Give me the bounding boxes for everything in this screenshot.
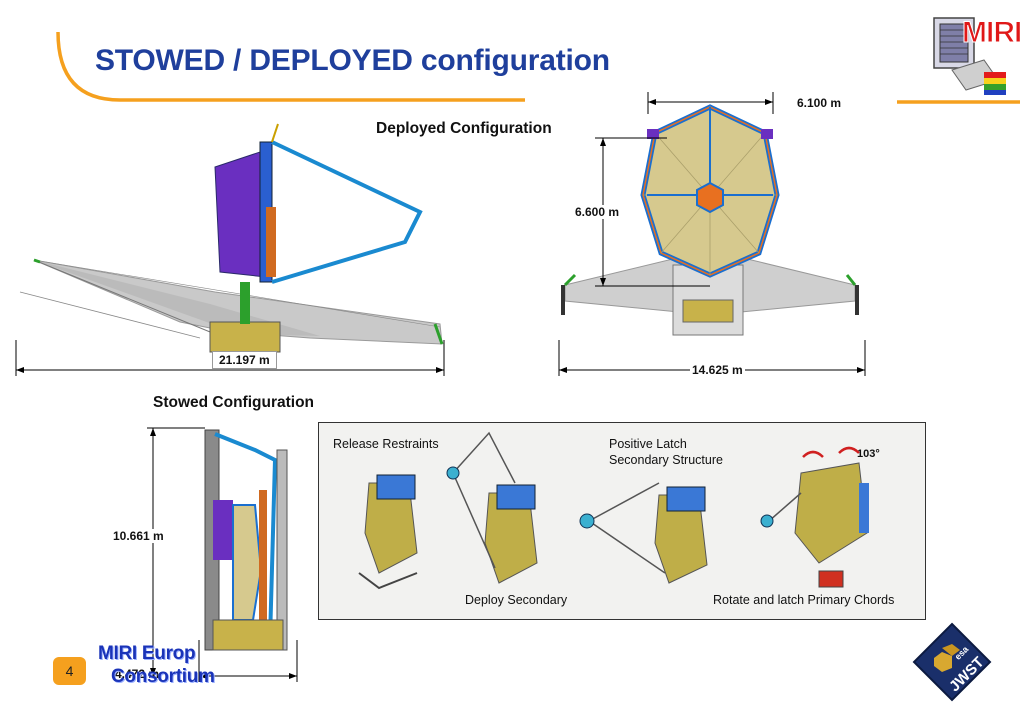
step-rotate-latch: Rotate and latch Primary Chords xyxy=(713,593,895,607)
dimension-stowed-width: 4.472 m xyxy=(115,667,160,681)
stowed-caption: Stowed Configuration xyxy=(153,394,315,411)
dimension-side-width: 21.197 m xyxy=(212,351,277,369)
page-number: 4 xyxy=(53,657,86,685)
miri-logo-text: MIRI xyxy=(961,16,1022,50)
title-swoosh xyxy=(56,31,1020,104)
dimension-front-width: 14.625 m xyxy=(690,363,745,377)
dimension-arrows-front xyxy=(558,92,866,376)
dimension-arrows-stowed xyxy=(147,427,298,682)
deployed-front-view xyxy=(561,104,859,336)
deployed-side-view xyxy=(19,123,444,353)
dimension-arrow-side xyxy=(15,340,445,376)
deployed-caption: Deployed Configuration xyxy=(376,120,552,137)
footer-consortium-line1: MIRI Europ xyxy=(98,643,196,664)
footer-consortium-line2: Consortium xyxy=(111,666,215,687)
rotation-angle: 103° xyxy=(857,448,880,460)
step-positive-latch-line1: Positive Latch xyxy=(609,437,687,451)
deployment-sequence-panel: Release Restraints Positive Latch Second… xyxy=(318,422,926,620)
miri-logo: MIRI xyxy=(932,14,1023,96)
step-positive-latch-line2: Secondary Structure xyxy=(609,453,723,467)
stowed-view xyxy=(204,429,288,651)
page-title: STOWED / DEPLOYED configuration xyxy=(95,44,610,77)
dimension-mirror-width: 6.100 m xyxy=(795,96,844,110)
dimension-stowed-height: 10.661 m xyxy=(111,529,166,543)
jwst-logo: esa JWST xyxy=(912,622,992,702)
sequence-illustrations xyxy=(358,431,869,590)
step-deploy-secondary: Deploy Secondary xyxy=(465,593,568,607)
dimension-mirror-height: 6.600 m xyxy=(573,205,622,219)
step-release-restraints: Release Restraints xyxy=(333,437,439,451)
